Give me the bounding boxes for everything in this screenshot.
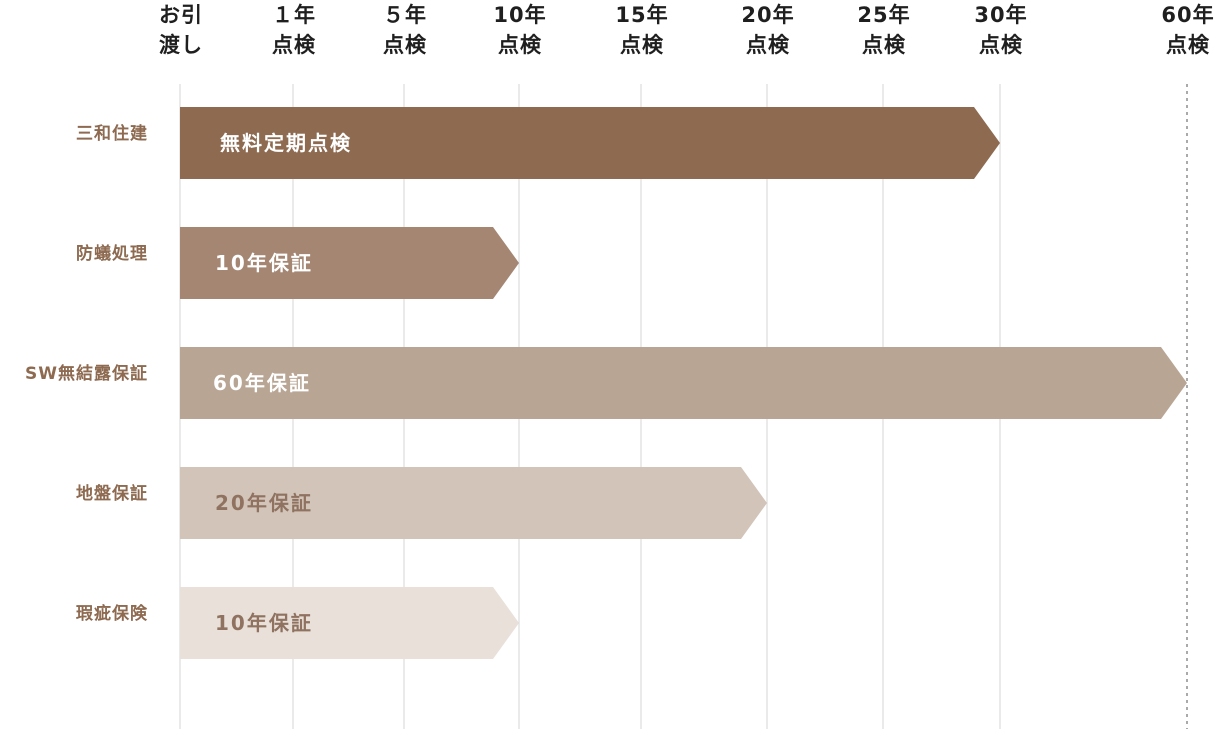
bar — [180, 227, 519, 299]
x-tick-label-line2: 点検 — [862, 33, 906, 57]
x-axis-tick-labels: お引渡し１年点検５年点検10年点検15年点検20年点検25年点検30年点検60年… — [159, 3, 1214, 57]
bars: 無料定期点検 10年保証 60年保証 20年保証 10年保証 — [180, 107, 1187, 659]
x-tick-label-line2: 点検 — [1166, 33, 1210, 57]
x-tick-label-line1: ５年 — [383, 3, 427, 27]
x-tick-label-line2: 点検 — [979, 33, 1023, 57]
bar-label: 60年保証 — [213, 371, 311, 395]
x-tick-label-line1: お引 — [159, 3, 203, 27]
bar-label: 10年保証 — [215, 251, 313, 275]
bar — [180, 347, 1187, 419]
bar — [180, 107, 1000, 179]
x-tick-label-line1: １年 — [272, 3, 316, 27]
x-tick-label-line1: 10年 — [493, 3, 546, 27]
x-tick-label-line2: 点検 — [498, 33, 542, 57]
row-category-label: 地盤保証 — [76, 483, 148, 504]
x-tick-label-line1: 30年 — [974, 3, 1027, 27]
x-tick-label-line2: 点検 — [383, 33, 427, 57]
bar-label: 10年保証 — [215, 611, 313, 635]
x-tick-label-line2: 渡し — [159, 33, 203, 57]
row-category-label: 瑕疵保険 — [76, 603, 148, 624]
x-tick-label-line2: 点検 — [746, 33, 790, 57]
x-tick-label-line2: 点検 — [620, 33, 664, 57]
bar — [180, 467, 767, 539]
x-tick-label-line2: 点検 — [272, 33, 316, 57]
bar-label: 20年保証 — [215, 491, 313, 515]
x-tick-label-line1: 60年 — [1161, 3, 1214, 27]
bar-label: 無料定期点検 — [220, 131, 352, 155]
x-tick-label-line1: 20年 — [741, 3, 794, 27]
row-category-label: 防蟻処理 — [76, 243, 148, 264]
x-tick-label-line1: 25年 — [857, 3, 910, 27]
x-tick-label-line1: 15年 — [615, 3, 668, 27]
row-category-label: 三和住建 — [76, 123, 148, 144]
row-category-label: SW無結露保証 — [25, 363, 148, 384]
bar — [180, 587, 519, 659]
